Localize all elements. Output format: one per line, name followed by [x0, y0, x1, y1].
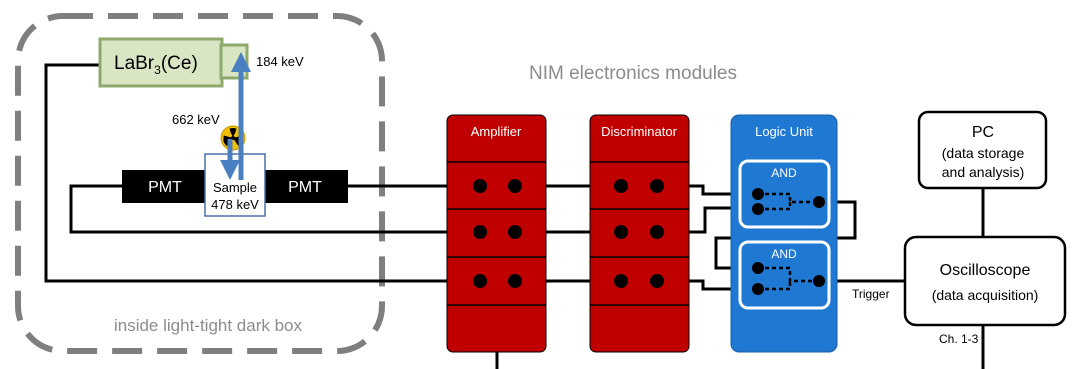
discriminator-in-2: [614, 225, 628, 239]
and-gate-2: AND: [738, 240, 831, 310]
pc-label-line2: (data storage: [942, 145, 1025, 161]
discriminator-module: Discriminator: [589, 114, 690, 353]
pmt-right-label: PMT: [288, 179, 322, 196]
logic-unit-module: Logic Unit AND AND: [730, 114, 838, 353]
logic-unit-label: Logic Unit: [755, 124, 813, 139]
oscilloscope-label-line1: Oscilloscope: [940, 262, 1031, 279]
sample-label-line1: Sample: [213, 180, 257, 195]
scintillator-label-end: (Ce): [161, 53, 198, 74]
discriminator-label: Discriminator: [601, 124, 678, 139]
amplifier-label: Amplifier: [471, 124, 522, 139]
amplifier-in-1: [473, 179, 487, 193]
discriminator-out-1: [650, 179, 664, 193]
wire-left-pmt-to-amplifier: [69, 184, 480, 234]
wire-scintillator-to-amplifier: [44, 63, 480, 283]
sample-label-line2: 478 keV: [211, 197, 259, 212]
pc-box: PC (data storage and analysis): [917, 110, 1048, 190]
discriminator-out-3: [650, 274, 664, 288]
scintillator-label-main: LaBr: [114, 53, 155, 74]
amplifier-out-3: [508, 274, 522, 288]
pc-label-line3: and analysis): [942, 164, 1025, 180]
amplifier-in-3: [473, 274, 487, 288]
dark-box-label: inside light-tight dark box: [114, 316, 303, 335]
amplifier-in-2: [473, 225, 487, 239]
discriminator-in-3: [614, 274, 628, 288]
and-gate-1: AND: [738, 159, 831, 229]
sample-box: Sample 478 keV: [204, 153, 266, 217]
and-gate-1-label: AND: [771, 166, 797, 180]
amplifier-out-2: [508, 225, 522, 239]
gamma-arrows: [220, 52, 251, 180]
dark-box-border: [15, 13, 385, 354]
pc-label-line1: PC: [972, 124, 994, 141]
scintillator-label: LaBr3(Ce): [114, 53, 198, 77]
energy-label-upper: 184 keV: [256, 54, 304, 69]
nim-modules-title: NIM electronics modules: [529, 63, 737, 84]
discriminator-in-1: [614, 179, 628, 193]
pmt-left-label: PMT: [148, 179, 182, 196]
amplifier-module: Amplifier: [446, 114, 547, 353]
channels-label: Ch. 1-3: [939, 332, 979, 346]
energy-label-left: 662 keV: [172, 112, 220, 127]
discriminator-out-2: [650, 225, 664, 239]
scintillator-body: [98, 37, 224, 88]
and-gate-2-label: AND: [771, 247, 797, 261]
oscilloscope-label-line2: (data acquisition): [932, 287, 1039, 303]
trigger-label: Trigger: [852, 287, 890, 301]
scintillator-crystal: LaBr3(Ce): [98, 37, 249, 88]
scintillator-label-sub: 3: [154, 63, 161, 77]
pmt-right: PMT: [262, 170, 348, 203]
amplifier-out-1: [508, 179, 522, 193]
pmt-left: PMT: [122, 170, 208, 203]
oscilloscope-box: Oscilloscope (data acquisition): [903, 235, 1067, 327]
